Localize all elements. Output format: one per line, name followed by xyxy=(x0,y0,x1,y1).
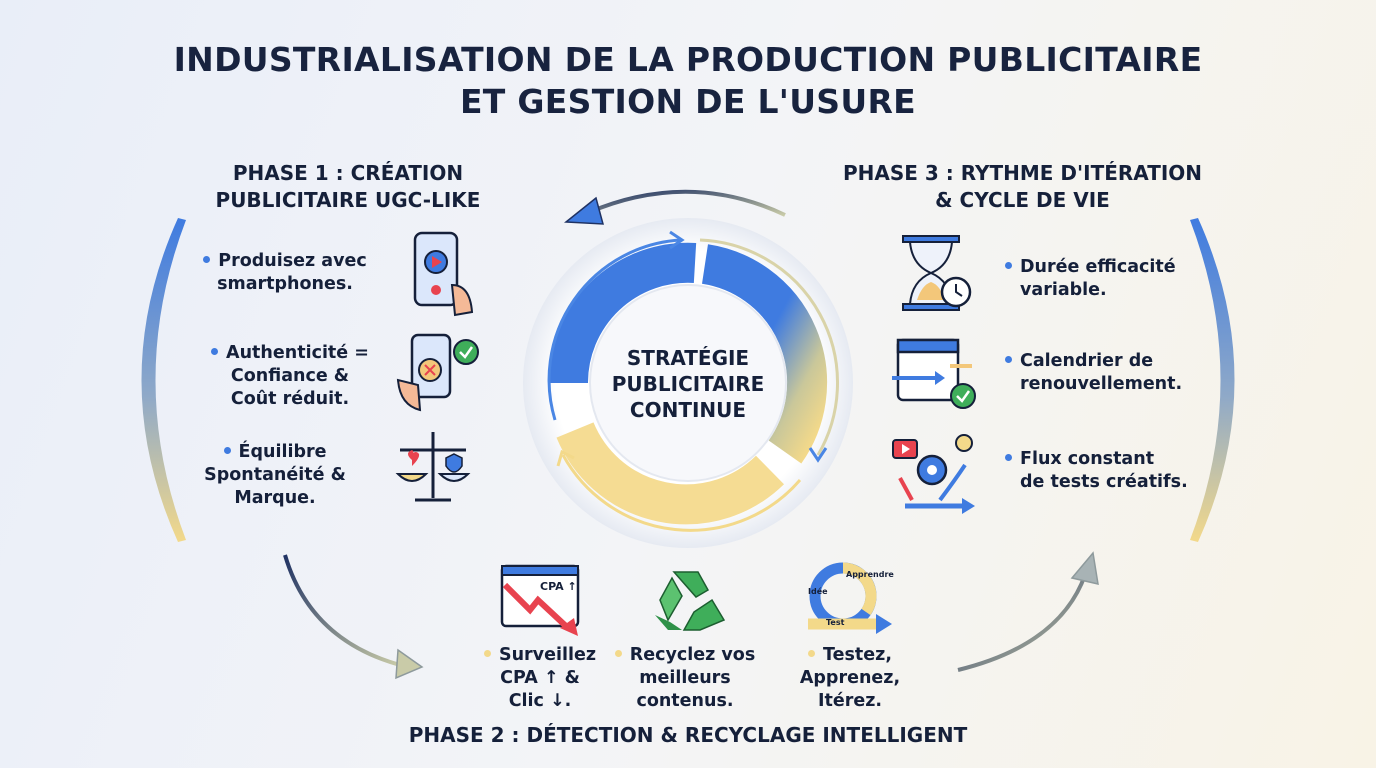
phase1-heading: PHASE 1 : CRÉATION PUBLICITAIRE UGC-LIKE xyxy=(198,160,498,214)
creative-tests-icon xyxy=(892,434,975,514)
left-bracket-arc xyxy=(141,218,186,542)
title-line-2: ET GESTION DE L'USURE xyxy=(459,82,917,121)
cycle-arc-right xyxy=(701,244,828,464)
phase3-item-3: Flux constant de tests créatifs. xyxy=(1005,448,1188,494)
cycle-arc-blue-top xyxy=(547,242,697,384)
learn-icon-label: Apprendre xyxy=(846,570,894,579)
item-text: meilleurs xyxy=(639,668,731,688)
bullet xyxy=(808,649,816,657)
bottom-left-curved-arrow xyxy=(283,554,401,667)
cpa-chart-down-icon xyxy=(500,564,580,636)
bottom-right-curved-arrow xyxy=(957,574,1087,672)
item-text: Équilibre xyxy=(238,442,327,462)
hourglass-clock-icon xyxy=(902,235,972,311)
item-text: CPA ↑ & xyxy=(500,668,580,688)
center-line-1: STRATÉGIE xyxy=(626,346,750,370)
center-line-2: PUBLICITAIRE xyxy=(611,372,765,396)
item-text: Calendrier de xyxy=(1020,351,1154,371)
item-text: Authenticité = xyxy=(226,343,369,363)
phase1-heading-line-2: PUBLICITAIRE UGC-LIKE xyxy=(215,188,481,212)
item-text: Produisez avec xyxy=(218,251,367,271)
item-text: Apprenez, xyxy=(799,668,901,688)
item-text: Surveillez xyxy=(498,645,597,665)
bullet xyxy=(1005,453,1012,461)
phase3-heading: PHASE 3 : RYTHME D'ITÉRATION & CYCLE DE … xyxy=(830,160,1215,214)
title-line-1: INDUSTRIALISATION DE LA PRODUCTION PUBLI… xyxy=(173,40,1203,79)
phase1-heading-line-1: PHASE 1 : CRÉATION xyxy=(232,161,464,185)
calendar-check-icon xyxy=(892,338,976,409)
phase2-item-2: Recyclez vos meilleurs contenus. xyxy=(605,644,765,713)
orbit-arrow-blue xyxy=(547,238,681,421)
phase1-item-1: Produisez avec smartphones. xyxy=(190,250,380,296)
item-text: de tests créatifs. xyxy=(1020,472,1188,492)
item-text: Testez, xyxy=(823,645,892,665)
balance-scale-icon xyxy=(395,432,471,502)
phase3-heading-line-1: PHASE 3 : RYTHME D'ITÉRATION xyxy=(842,161,1203,185)
item-text: contenus. xyxy=(636,691,734,711)
bullet xyxy=(1005,261,1012,269)
item-text: Clic ↓. xyxy=(508,691,572,711)
right-bracket-arc xyxy=(1190,218,1235,542)
item-text: renouvellement. xyxy=(1020,374,1183,394)
phase1-item-3: Équilibre Spontanéité & Marque. xyxy=(180,441,370,510)
phase3-heading-line-2: & CYCLE DE VIE xyxy=(935,188,1110,212)
iteration-cycle-icon xyxy=(808,562,892,634)
test-icon-label: Test xyxy=(826,618,845,627)
bullet xyxy=(223,446,231,454)
phase2-heading: PHASE 2 : DÉTECTION & RECYCLAGE INTELLIG… xyxy=(408,723,968,747)
orbit-arrow-yellow xyxy=(561,454,802,532)
bullet xyxy=(483,649,491,657)
center-line-3: CONTINUE xyxy=(629,398,747,422)
phase3-item-2: Calendrier de renouvellement. xyxy=(1005,350,1182,396)
item-text: Recyclez vos xyxy=(629,645,756,665)
center-label: STRATÉGIE PUBLICITAIRE CONTINUE xyxy=(588,345,788,423)
phase3-item-1: Durée efficacité variable. xyxy=(1005,256,1176,302)
idea-icon-label: Idée xyxy=(808,587,828,596)
top-curved-arrow xyxy=(589,189,786,217)
item-text: Itérez. xyxy=(817,691,883,711)
bullet xyxy=(203,255,211,263)
bullet xyxy=(1005,355,1012,363)
item-text: variable. xyxy=(1020,280,1107,300)
bullet xyxy=(614,649,622,657)
center-disc xyxy=(589,284,787,482)
cpa-icon-label: CPA ↑ xyxy=(540,580,577,593)
item-text: Marque. xyxy=(234,488,316,508)
item-text: Spontanéité & xyxy=(204,465,346,485)
orbit-arrow-right xyxy=(699,238,839,456)
item-text: smartphones. xyxy=(217,274,353,294)
bullet xyxy=(211,347,219,355)
phase1-item-2: Authenticité = Confiance & Coût réduit. xyxy=(195,342,385,411)
item-text: Durée efficacité xyxy=(1020,257,1176,277)
phone-money-check-icon xyxy=(396,333,479,412)
item-text: Confiance & xyxy=(230,366,350,386)
recycle-icon xyxy=(655,571,726,631)
item-text: Flux constant xyxy=(1020,449,1155,469)
smartphone-video-icon xyxy=(413,231,474,317)
item-text: Coût réduit. xyxy=(230,389,350,409)
phase2-item-1: Surveillez CPA ↑ & Clic ↓. xyxy=(465,644,615,713)
cycle-arc-yellow-bottom xyxy=(556,421,784,525)
phase2-item-3: Testez, Apprenez, Itérez. xyxy=(775,644,925,713)
